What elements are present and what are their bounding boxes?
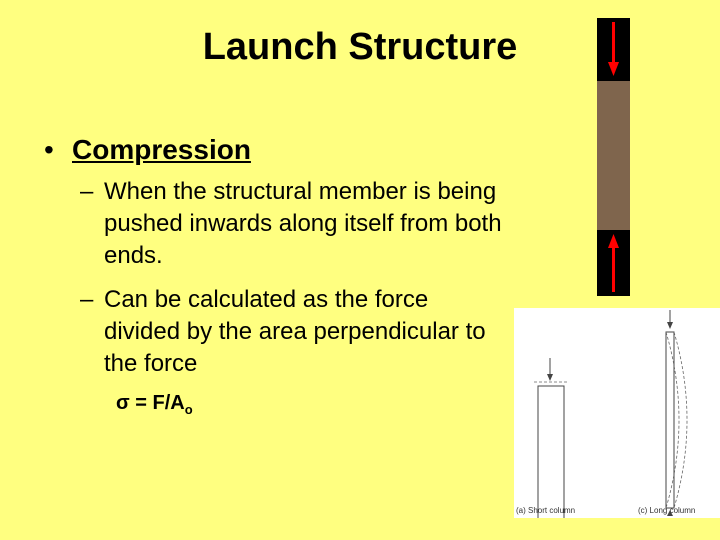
dash-2: – [80, 286, 94, 313]
subbullet-2: – Can be calculated as the force divided… [80, 284, 510, 380]
member-body [597, 81, 630, 230]
slide-title: Launch Structure [202, 26, 518, 68]
arrow-up-icon [608, 234, 619, 292]
long-column [665, 310, 688, 516]
subbullet-1: – When the structural member is being pu… [80, 176, 510, 272]
bullet-label: Compression [72, 134, 251, 165]
arrow-down-icon [608, 22, 619, 76]
compression-member-graphic [597, 18, 630, 296]
subbullet-1-text: When the structural member is being push… [104, 178, 502, 269]
columns-diagram [534, 310, 688, 518]
column-buckling-figure: (a) Short column (c) Long column [514, 308, 720, 518]
caption-short-column: (a) Short column [516, 506, 576, 515]
formula-subscript: o [184, 402, 193, 417]
stress-formula: σ = F/Ao [116, 392, 193, 417]
dash-1: – [80, 178, 94, 205]
formula-main: σ = F/A [116, 392, 185, 414]
bullet-dot: • [44, 134, 54, 165]
subbullet-2-text: Can be calculated as the force divided b… [104, 286, 486, 377]
bullet-compression: • Compression [44, 134, 251, 166]
caption-long-column: (c) Long column [638, 506, 696, 515]
short-column [534, 358, 568, 518]
compression-arrows [608, 22, 619, 292]
